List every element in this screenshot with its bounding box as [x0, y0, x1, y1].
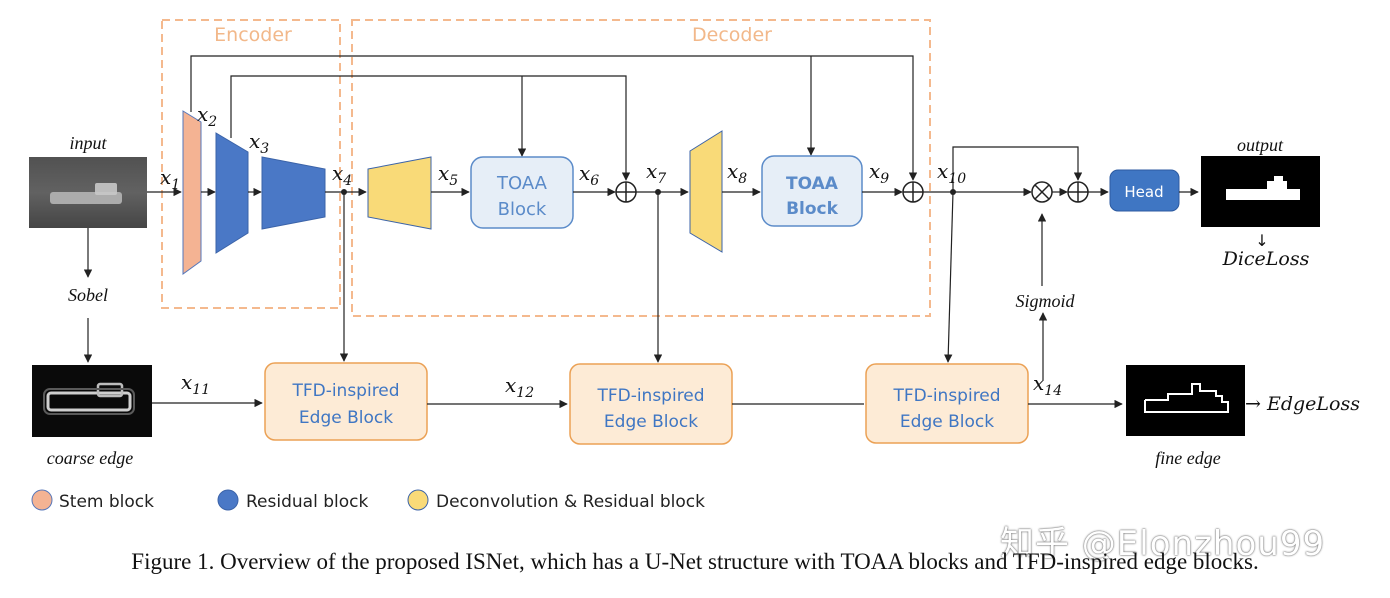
tfd-block-1-line2: Edge Block: [299, 408, 393, 428]
feature-label-x1: x1: [160, 165, 180, 193]
toaa-block-2-line1: TOAA: [786, 174, 839, 194]
tfd-block-3-line1: TFD-inspired: [892, 386, 1000, 406]
output-image: [1201, 156, 1320, 227]
figure-caption: Figure 1. Overview of the proposed ISNet…: [131, 549, 1259, 574]
input-label: input: [69, 133, 107, 153]
input-image: [29, 157, 147, 228]
legend-label-deconv: Deconvolution & Residual block: [436, 492, 705, 512]
tfd-block-2-line2: Edge Block: [604, 412, 698, 432]
add-operator-3: [1067, 181, 1089, 203]
fine-edge-image: [1126, 365, 1245, 436]
skip-connection-x1: [190, 55, 918, 181]
decoder-region: [351, 19, 931, 317]
feature-label-x9: x9: [869, 159, 889, 187]
legend: Stem block Residual block Deconvolution …: [31, 489, 705, 512]
encoder-label: Encoder: [214, 24, 292, 46]
residual-block-1: [215, 132, 249, 254]
legend-swatch-residual: [217, 489, 239, 511]
skip-connection-x2: [230, 75, 631, 181]
deconv-block-1: [367, 156, 432, 230]
legend-label-stem: Stem block: [59, 492, 154, 512]
tfd-block-3-line2: Edge Block: [900, 412, 994, 432]
tfd-block-1-line1: TFD-inspired: [291, 381, 399, 401]
watermark: 知乎 @Elonzhou99: [1000, 524, 1326, 564]
deconv-block-2: [689, 130, 723, 253]
dice-loss-arrow: ↓: [1255, 231, 1268, 250]
feature-label-x2: x2: [197, 102, 217, 130]
residual-block-2: [261, 156, 326, 230]
legend-swatch-deconv: [407, 489, 429, 511]
edge-loss-label: → EdgeLoss: [1245, 393, 1360, 415]
head-block: [1109, 169, 1180, 212]
feature-label-x7: x7: [646, 159, 666, 187]
toaa-block-2: [761, 155, 863, 227]
toaa-block-1-line2: Block: [498, 199, 547, 220]
skip-x10-add3: [952, 146, 1083, 192]
head-label: Head: [1124, 183, 1163, 201]
feature-label-x10: x10: [937, 159, 966, 187]
toaa-block-2-line2: Block: [786, 199, 839, 219]
feature-label-x11: x11: [181, 370, 210, 398]
coarse-edge-label: coarse edge: [47, 448, 133, 468]
multiply-operator: [1031, 181, 1053, 203]
decoder-label: Decoder: [692, 24, 772, 46]
add-operator-2: [902, 181, 924, 203]
sigmoid-label: Sigmoid: [1015, 291, 1075, 311]
encoder-region: [161, 19, 341, 309]
feature-label-x14: x14: [1033, 371, 1062, 399]
feature-label-x6: x6: [579, 161, 599, 189]
arrow-x10-tfd3: [944, 191, 954, 363]
feature-label-x5: x5: [438, 161, 458, 189]
tfd-block-1: [264, 362, 428, 441]
toaa-block-1-line1: TOAA: [496, 173, 548, 194]
add-operator-1: [615, 181, 637, 203]
feature-label-x4: x4: [332, 161, 352, 189]
dice-loss-label: DiceLoss: [1222, 248, 1310, 270]
feature-label-x8: x8: [727, 159, 747, 187]
tfd-block-2-line1: TFD-inspired: [596, 386, 704, 406]
legend-swatch-stem: [31, 489, 53, 511]
stem-block: [182, 110, 202, 275]
feature-label-x12: x12: [505, 373, 534, 401]
sobel-label: Sobel: [68, 285, 108, 305]
legend-label-residual: Residual block: [246, 492, 368, 512]
feature-label-x3: x3: [249, 129, 269, 157]
output-label: output: [1237, 135, 1284, 155]
fine-edge-label: fine edge: [1155, 448, 1220, 468]
coarse-edge-image: [32, 365, 152, 437]
